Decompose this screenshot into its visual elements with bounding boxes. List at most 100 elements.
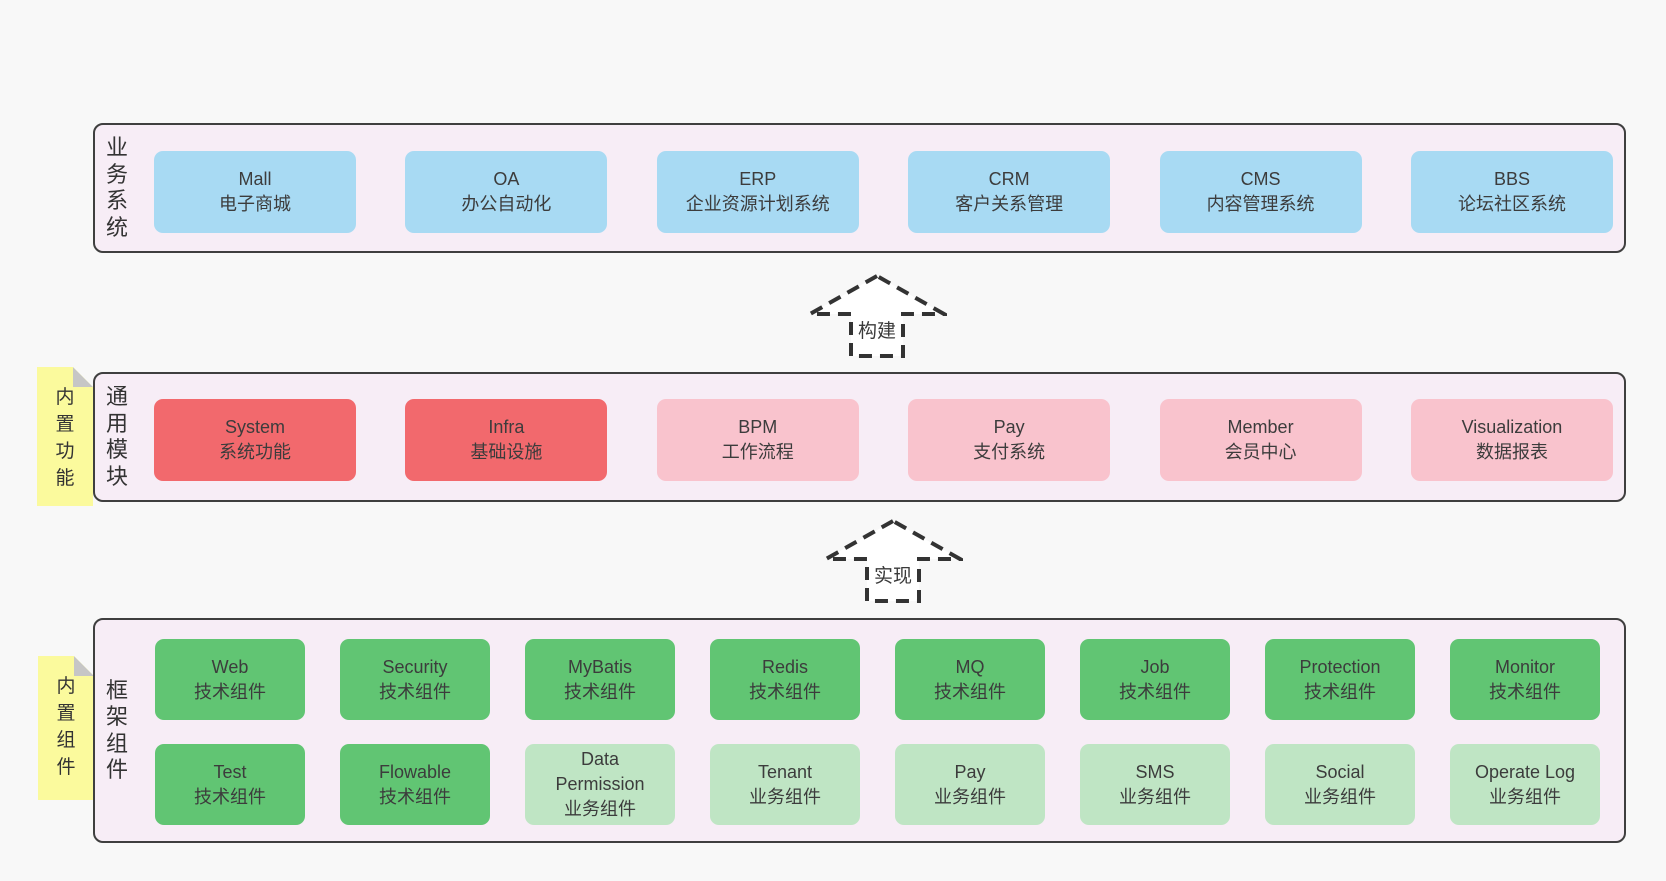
box-name: Test — [213, 761, 247, 782]
box-test: Test 技术组件 — [155, 744, 305, 825]
box-subtitle: 业务组件 — [564, 799, 636, 819]
box-flowable: Flowable 技术组件 — [340, 744, 490, 825]
box-mq: MQ 技术组件 — [895, 639, 1045, 720]
box-sms: SMS 业务组件 — [1080, 744, 1230, 825]
box-social: Social 业务组件 — [1265, 744, 1415, 825]
box-pay-component: Pay 业务组件 — [895, 744, 1045, 825]
box-crm: CRM 客户关系管理 — [908, 151, 1111, 233]
implement-arrow-label: 实现 — [873, 566, 912, 587]
panel-business-systems: 业务系统 Mall 电子商城 OA 办公自动化 ERP 企业资源计划系统 CRM… — [93, 123, 1626, 253]
box-subtitle: 客户关系管理 — [955, 194, 1064, 214]
box-web: Web 技术组件 — [155, 639, 305, 720]
box-cms: CMS 内容管理系统 — [1159, 151, 1362, 233]
box-subtitle: 技术组件 — [1119, 681, 1191, 702]
box-name: MQ — [955, 656, 985, 677]
box-name: MyBatis — [567, 656, 632, 677]
box-system: System 系统功能 — [154, 399, 356, 481]
box-name: Visualization — [1461, 417, 1563, 437]
box-subtitle: 电子商城 — [219, 194, 291, 214]
box-security: Security 技术组件 — [340, 639, 490, 720]
box-operate-log: Operate Log 业务组件 — [1450, 744, 1600, 825]
box-tenant: Tenant 业务组件 — [710, 744, 860, 825]
box-data-permission: Data Permission 业务组件 — [525, 744, 675, 825]
box-name: CRM — [988, 169, 1030, 189]
box-name: Protection — [1299, 656, 1381, 677]
box-bbs: BBS 论坛社区系统 — [1410, 151, 1613, 233]
box-name: Security — [382, 656, 448, 677]
box-member: Member 会员中心 — [1159, 399, 1362, 481]
box-name: Pay — [954, 761, 986, 782]
box-infra: Infra 基础设施 — [405, 399, 608, 481]
box-name: Tenant — [757, 761, 813, 782]
box-mybatis: MyBatis 技术组件 — [525, 639, 675, 720]
box-subtitle: 工作流程 — [721, 442, 794, 462]
note-built-in-components: 内置组件 — [38, 656, 94, 800]
box-name: BBS — [1493, 169, 1530, 189]
box-subtitle: 数据报表 — [1475, 442, 1548, 462]
framework-components-row-1: Web 技术组件 Security 技术组件 MyBatis 技术组件 Redi… — [155, 639, 1600, 720]
box-bpm: BPM 工作流程 — [656, 399, 859, 481]
box-name: BPM — [738, 417, 778, 437]
box-subtitle: 支付系统 — [973, 442, 1046, 462]
box-erp: ERP 企业资源计划系统 — [656, 151, 859, 233]
framework-components-row-2: Test 技术组件 Flowable 技术组件 Data Permission … — [155, 744, 1600, 825]
business-systems-row: Mall 电子商城 OA 办公自动化 ERP 企业资源计划系统 CRM 客户关系… — [154, 151, 1613, 233]
layer-label-business-systems: 业务系统 — [105, 135, 128, 240]
box-name: Redis — [761, 656, 809, 677]
box-subtitle: 技术组件 — [379, 786, 451, 807]
note-built-in-features: 内置功能 — [37, 367, 93, 506]
box-subtitle: 业务组件 — [749, 786, 821, 807]
build-arrow-icon: 构建 — [807, 272, 947, 360]
box-name: CMS — [1240, 169, 1281, 189]
box-subtitle: 技术组件 — [934, 681, 1006, 702]
box-monitor: Monitor 技术组件 — [1450, 639, 1600, 720]
box-name: ERP — [739, 169, 777, 189]
box-subtitle: 办公自动化 — [461, 194, 552, 214]
box-name: OA — [493, 169, 520, 189]
box-name: Operate Log — [1474, 761, 1576, 782]
box-visualization: Visualization 数据报表 — [1410, 399, 1613, 481]
box-protection: Protection 技术组件 — [1265, 639, 1415, 720]
box-subtitle: 论坛社区系统 — [1457, 194, 1566, 214]
box-name: Monitor — [1494, 656, 1556, 677]
box-pay: Pay 支付系统 — [908, 399, 1111, 481]
box-name: Infra — [488, 417, 525, 437]
box-subtitle: 技术组件 — [749, 681, 821, 702]
implement-arrow-icon: 实现 — [823, 517, 963, 605]
common-modules-row: System 系统功能 Infra 基础设施 BPM 工作流程 Pay 支付系统… — [154, 399, 1613, 481]
box-subtitle: 技术组件 — [194, 786, 266, 807]
note-fold-icon — [73, 367, 93, 387]
box-subtitle: 业务组件 — [1304, 786, 1376, 807]
box-name: Member — [1227, 417, 1294, 437]
box-name: Mall — [238, 169, 272, 189]
box-subtitle: 业务组件 — [1489, 786, 1561, 807]
box-name: SMS — [1135, 761, 1175, 782]
box-name: Data Permission — [555, 749, 645, 794]
box-subtitle: 企业资源计划系统 — [685, 194, 830, 214]
note-label: 内置组件 — [56, 676, 76, 778]
box-name: System — [224, 417, 285, 437]
panel-framework-components: 框架组件 Web 技术组件 Security 技术组件 MyBatis 技术组件… — [93, 618, 1626, 843]
build-arrow-label: 构建 — [857, 321, 896, 342]
box-oa: OA 办公自动化 — [405, 151, 608, 233]
box-subtitle: 会员中心 — [1224, 442, 1297, 462]
box-subtitle: 基础设施 — [470, 442, 543, 462]
box-subtitle: 技术组件 — [564, 681, 636, 702]
panel-common-modules: 通用模块 System 系统功能 Infra 基础设施 BPM 工作流程 Pay… — [93, 372, 1626, 502]
box-name: Social — [1315, 761, 1365, 782]
box-subtitle: 业务组件 — [934, 786, 1006, 807]
note-fold-icon — [74, 656, 94, 676]
box-subtitle: 技术组件 — [1304, 681, 1376, 702]
layer-label-common-modules: 通用模块 — [105, 384, 128, 489]
box-subtitle: 技术组件 — [379, 681, 451, 702]
box-subtitle: 业务组件 — [1119, 786, 1191, 807]
box-job: Job 技术组件 — [1080, 639, 1230, 720]
box-redis: Redis 技术组件 — [710, 639, 860, 720]
box-name: Pay — [993, 417, 1025, 437]
box-mall: Mall 电子商城 — [154, 151, 356, 233]
note-label: 内置功能 — [55, 387, 75, 489]
layer-label-framework-components: 框架组件 — [105, 677, 128, 783]
box-subtitle: 系统功能 — [219, 442, 291, 462]
box-subtitle: 技术组件 — [194, 681, 266, 702]
